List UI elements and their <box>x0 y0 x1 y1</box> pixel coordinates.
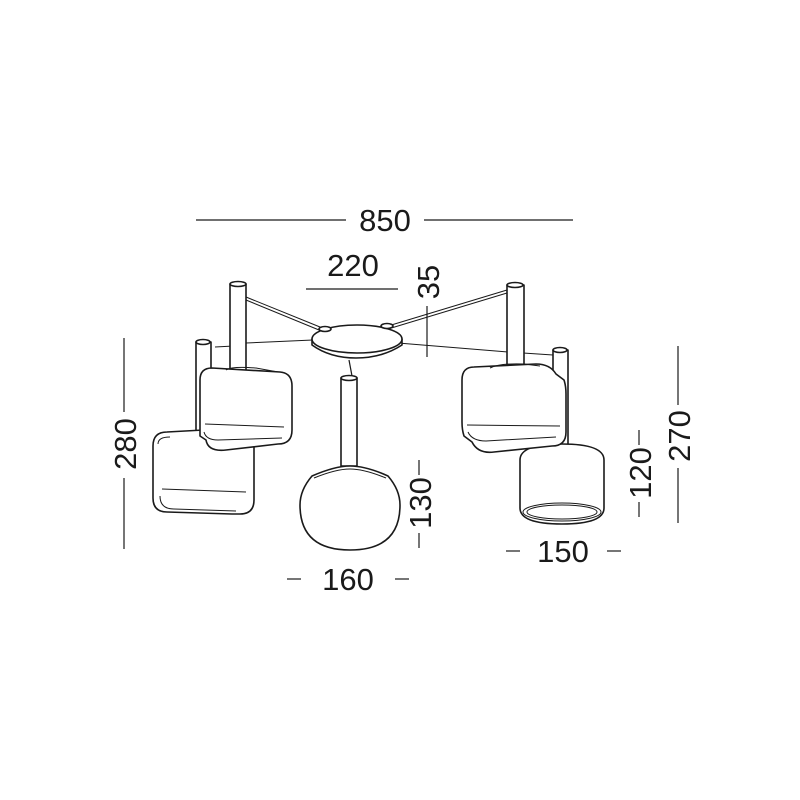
center-globe-shade <box>299 465 401 551</box>
center-rod <box>340 359 358 467</box>
dim-globe-height: 130 <box>403 477 438 529</box>
dim-canopy-width: 220 <box>327 248 379 283</box>
suspension-wires <box>214 289 554 356</box>
dim-canopy-height: 35 <box>411 265 446 299</box>
front-right-cube-shade <box>461 363 567 454</box>
dimension-lines <box>123 219 679 580</box>
dim-right-shade-height: 120 <box>623 447 658 499</box>
dim-left-height: 280 <box>108 418 143 470</box>
dim-right-height: 270 <box>662 410 697 462</box>
dim-right-shade-width: 150 <box>537 534 589 569</box>
ceiling-canopy <box>311 322 403 359</box>
dim-overall-width: 850 <box>359 203 411 238</box>
rear-right-round-shade <box>519 443 605 525</box>
dim-globe-width: 160 <box>322 562 374 597</box>
front-right-arm <box>506 281 525 374</box>
front-left-cube-shade <box>199 366 293 452</box>
front-left-arm <box>229 280 247 375</box>
